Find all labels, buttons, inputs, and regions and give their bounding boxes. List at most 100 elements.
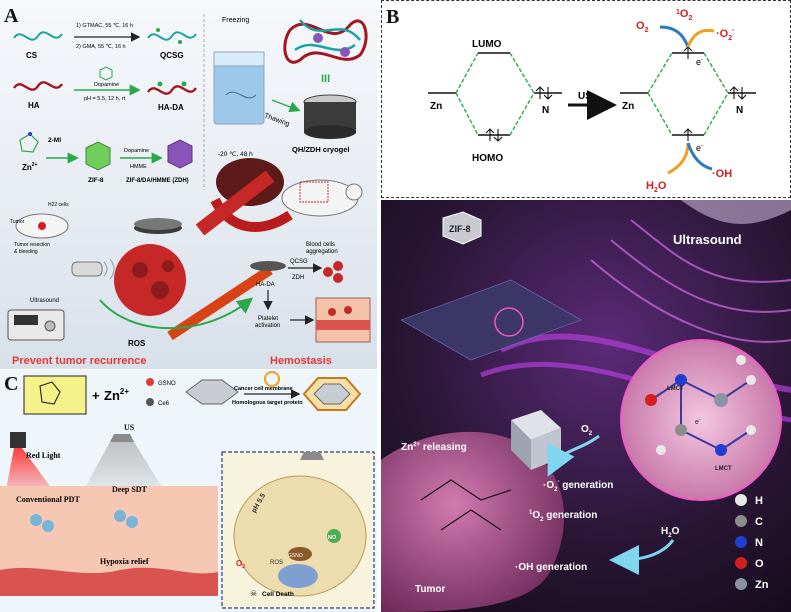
o2-label: O2 bbox=[636, 20, 649, 34]
blood-cells-icon bbox=[323, 261, 343, 283]
ros-arrow bbox=[99, 297, 254, 330]
resection-label: Tumor resection bbox=[14, 242, 50, 248]
2mi-molecule-icon bbox=[19, 132, 39, 153]
us-beam-icon bbox=[78, 442, 170, 500]
h2o-label: H2O bbox=[646, 180, 667, 194]
plus-sign: + bbox=[92, 388, 100, 403]
target-protein-label: Homologous target protein bbox=[232, 400, 303, 406]
blood-agg-label-2: aggregation bbox=[306, 249, 338, 255]
panel-b-bottom: ZIF-8 Ultrasound Zn2+ releasing Tumor O2… bbox=[381, 200, 791, 612]
panel-a: A CS 1) GTMAC, 55 ℃, 16 h 2) GMA, 55 ℃, … bbox=[0, 0, 377, 369]
oh-blue-arrow bbox=[686, 142, 713, 171]
gsno-label: GSNO bbox=[158, 381, 176, 387]
h2o-orange-arrow bbox=[667, 142, 690, 175]
legend-swatch-zn bbox=[735, 578, 747, 590]
n-left-label: N bbox=[542, 105, 549, 116]
step1-label: 1) GTMAC, 55 ℃, 16 h bbox=[76, 23, 133, 29]
panel-c: C + Zn2+ GSNO Ce6 Cancer cell membrane H… bbox=[0, 370, 377, 612]
cell-death-label: Cell Death bbox=[262, 591, 294, 598]
red-light-label: Red Light bbox=[26, 451, 61, 460]
gsno-dot-icon bbox=[146, 378, 154, 386]
tumor-tissue-icon bbox=[381, 431, 565, 612]
singlet-o2-label: 1O2 bbox=[676, 8, 692, 22]
beaker-icon bbox=[213, 51, 265, 125]
cryogel-label: QH/ZDH cryogel bbox=[292, 145, 350, 154]
hemostasis-label: Hemostasis bbox=[270, 355, 332, 367]
qcsg-label: QCSG bbox=[160, 51, 184, 60]
ha-da-label: HA-DA bbox=[158, 103, 184, 112]
nanoparticle-cluster-icon bbox=[30, 510, 138, 532]
ha-label: HA bbox=[28, 101, 40, 110]
zif8-crystal-icon bbox=[442, 211, 482, 245]
mouse-icon bbox=[281, 179, 363, 217]
zn-right-label: Zn bbox=[622, 101, 634, 112]
prevent-label: Prevent tumor recurrence bbox=[12, 355, 147, 367]
transducer-icon bbox=[681, 200, 791, 224]
dopamine-structure-icon bbox=[99, 66, 113, 81]
wound-tissue-icon bbox=[315, 297, 371, 343]
thawing-label: Thawing bbox=[263, 112, 290, 128]
zn-label: Zn2+ bbox=[22, 162, 38, 172]
legend-label-o: O bbox=[755, 558, 764, 570]
us-transducer-icon bbox=[110, 434, 134, 442]
ha-da-chain-icon bbox=[147, 85, 197, 95]
hypoxia-label: Hypoxia relief bbox=[100, 557, 149, 566]
2mi-label: 2-MI bbox=[48, 137, 61, 144]
tumor-crack-icon bbox=[420, 479, 512, 531]
no-circle-icon bbox=[327, 529, 341, 543]
platelet-label-1: Platelet bbox=[258, 316, 278, 322]
ph-label: pH = 5.5, 12 h, rt bbox=[84, 96, 126, 102]
zif8-label: ZIF-8 bbox=[449, 224, 471, 234]
no-label: NO bbox=[328, 535, 337, 541]
platelet-label-2: activation bbox=[255, 323, 280, 329]
ultrasound-label: Ultrasound bbox=[673, 232, 742, 247]
homo-label: HOMO bbox=[472, 153, 503, 164]
oh-label: ·OH bbox=[712, 168, 732, 180]
zdh-crystal-icon bbox=[167, 139, 193, 169]
superoxide-orange-arrow bbox=[686, 28, 715, 48]
legend-label-zn: Zn bbox=[755, 579, 769, 591]
zn-left-label: Zn bbox=[430, 101, 442, 112]
ha-da2-label: HA-DA bbox=[256, 282, 275, 288]
ha-da-group-icon bbox=[157, 81, 163, 87]
pdt-label: Conventional PDT bbox=[16, 495, 80, 504]
h2o-label: H2O bbox=[661, 526, 680, 539]
n-right-label: N bbox=[736, 105, 743, 116]
ha-chain-icon bbox=[13, 81, 63, 91]
qcsg-group-icon bbox=[178, 40, 182, 44]
red-light-source-icon bbox=[10, 432, 26, 448]
legend-label-n: N bbox=[755, 537, 763, 549]
h2o-arrow bbox=[609, 539, 675, 575]
panel-b-orbital-diagram: B LUMO HOMO Zn N US bbox=[386, 6, 756, 194]
ultrasound-label: Ultrasound bbox=[30, 298, 59, 304]
panel-a-graphic: A CS 1) GTMAC, 55 ℃, 16 h 2) GMA, 55 ℃, … bbox=[4, 5, 371, 367]
panel-b-illustration: ZIF-8 Ultrasound Zn2+ releasing Tumor O2… bbox=[381, 200, 791, 612]
qcsg-chain-icon bbox=[147, 31, 197, 41]
panel-b-top: B LUMO HOMO Zn N US bbox=[381, 0, 791, 198]
oh-generation-label: ·OH generation bbox=[515, 562, 587, 573]
qcsg2-label: QCSG bbox=[290, 259, 308, 265]
ultrasound-device-icon bbox=[7, 309, 65, 341]
mo-diagram-left bbox=[428, 52, 562, 142]
electron-top-label: e- bbox=[696, 57, 703, 67]
o2-blue-arrow bbox=[659, 25, 690, 48]
cs-chain-icon bbox=[13, 31, 63, 41]
coated-nanoparticle-icon bbox=[302, 377, 362, 411]
mo-diagram-right bbox=[620, 46, 756, 141]
legend-swatch-c bbox=[735, 515, 747, 527]
cycles-label: III bbox=[321, 73, 330, 85]
panel-a-letter: A bbox=[4, 5, 19, 27]
polymer-network-icon bbox=[283, 19, 368, 64]
nanoparticle-icon bbox=[185, 379, 239, 405]
cryogel-icon bbox=[303, 94, 357, 139]
zdh-label: ZIF-8/DA/HMME (ZDH) bbox=[126, 178, 189, 184]
imidazole-box bbox=[23, 375, 87, 415]
cs-label: CS bbox=[26, 51, 38, 60]
panel-c-graphic: C + Zn2+ GSNO Ce6 Cancer cell membrane H… bbox=[0, 371, 375, 609]
zn-label: Zn2+ bbox=[104, 387, 129, 403]
blood-vessel-icon bbox=[195, 170, 275, 236]
o2-label: O2 bbox=[236, 559, 245, 570]
electron-bottom-label: e- bbox=[696, 143, 703, 153]
o2-label: O2 bbox=[581, 424, 593, 437]
